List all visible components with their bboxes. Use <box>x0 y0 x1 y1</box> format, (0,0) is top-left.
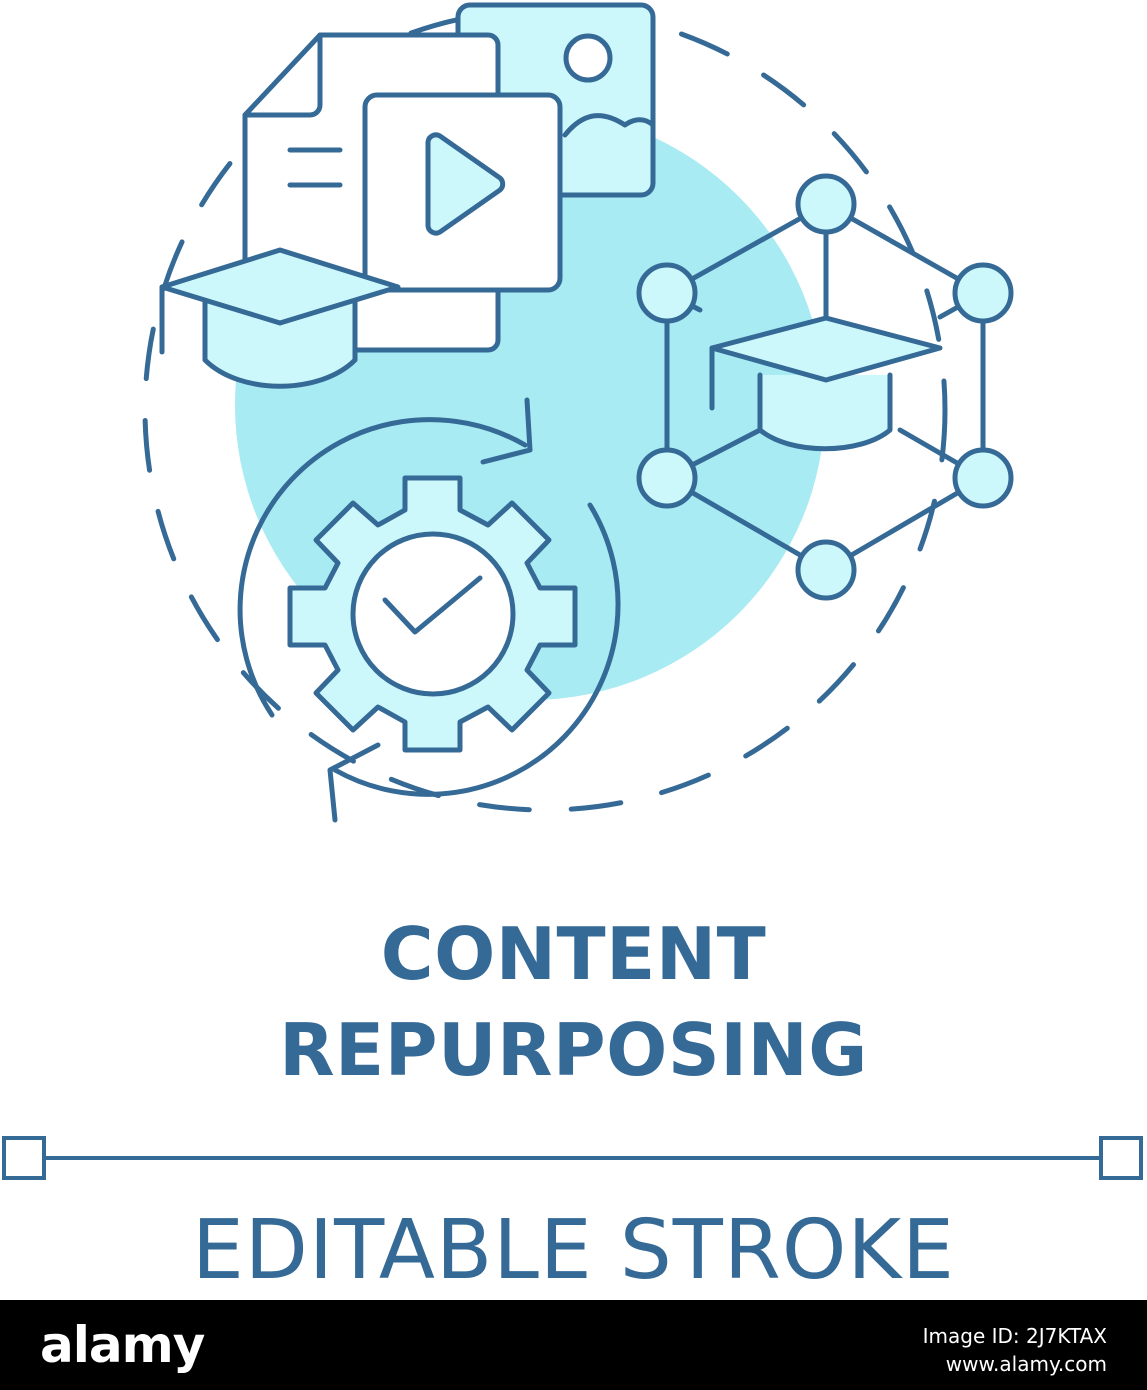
footer-bar: alamy Image ID: 2J7KTAX www.alamy.com <box>0 1300 1147 1390</box>
site-url-text: www.alamy.com <box>945 1352 1107 1376</box>
title-line-2: REPURPOSING <box>279 1008 868 1092</box>
content-repurposing-illustration <box>142 2 1014 823</box>
network-cube-icon <box>636 173 1014 601</box>
gear-check-icon <box>287 475 578 753</box>
stroke-handle-left <box>2 1136 46 1180</box>
stroke-handle-right <box>1099 1136 1143 1180</box>
video-play-icon <box>362 92 563 293</box>
image-id-text: Image ID: 2J7KTAX <box>922 1324 1107 1348</box>
graduation-cap-icon <box>159 247 401 389</box>
editable-stroke-label: EDITABLE STROKE <box>191 1203 955 1298</box>
footer-info: Image ID: 2J7KTAX www.alamy.com <box>923 1322 1107 1378</box>
refresh-arrows-icon <box>237 397 621 823</box>
alamy-logo: alamy <box>40 1316 205 1374</box>
editable-stroke-line <box>2 1136 1143 1180</box>
title-line-1: CONTENT <box>380 912 767 996</box>
